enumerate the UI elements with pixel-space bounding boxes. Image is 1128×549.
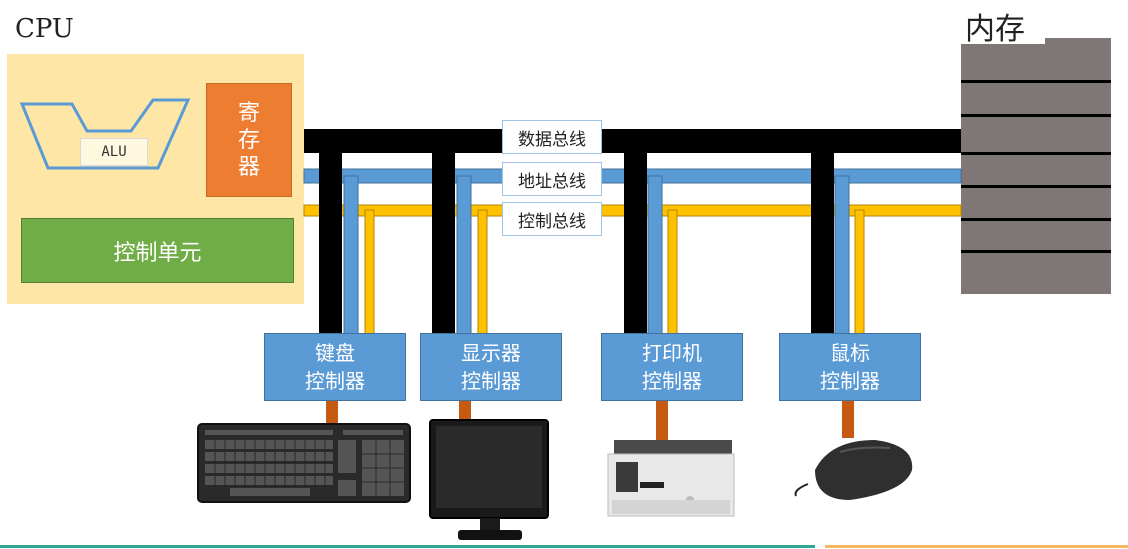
control-bus-drop [854, 209, 865, 335]
control-bus-drop [477, 209, 488, 335]
connector-keyboard [326, 398, 338, 426]
data-bus-drop [432, 141, 455, 334]
alu-label: ALU [80, 138, 148, 166]
data-bus-drop [319, 141, 342, 334]
cpu-title: CPU [15, 14, 74, 44]
register-label-3: 器 [237, 154, 260, 180]
keyboard-controller: 键盘 控制器 [264, 333, 406, 401]
memory-cell-line [961, 80, 1111, 83]
memory-cell-line [961, 250, 1111, 253]
data-bus-label: 数据总线 [502, 120, 602, 154]
controller-line-1: 打印机 [642, 341, 702, 365]
memory-cell-line [961, 185, 1111, 188]
controller-line-1: 键盘 [315, 341, 355, 365]
mouse-controller: 鼠标 控制器 [779, 333, 921, 401]
register-box: 寄 存 器 [206, 83, 292, 197]
address-bus-drop [456, 175, 472, 335]
mouse-image [794, 440, 913, 500]
printer-image [607, 440, 735, 517]
data-bus-drop [624, 141, 647, 334]
monitor-image [429, 419, 549, 540]
controller-line-2: 控制器 [820, 369, 880, 393]
control-bus-label: 控制总线 [502, 202, 602, 236]
controller-line-1: 鼠标 [830, 341, 870, 365]
controller-line-2: 控制器 [642, 369, 702, 393]
memory-cell-line [961, 152, 1111, 155]
address-bus-drop [343, 175, 359, 335]
bottom-divider-orange [825, 545, 1128, 548]
controller-line-1: 显示器 [461, 341, 521, 365]
control-unit: 控制单元 [21, 218, 294, 283]
printer-controller: 打印机 控制器 [601, 333, 743, 401]
controller-line-2: 控制器 [461, 369, 521, 393]
bottom-divider-green [0, 545, 815, 548]
memory-cell-line [961, 114, 1111, 117]
register-label-2: 存 [237, 127, 260, 153]
address-bus-label: 地址总线 [502, 162, 602, 196]
control-bus-drop [667, 209, 678, 335]
memory-top-tab [1045, 38, 1111, 46]
address-bus-drop [834, 175, 850, 335]
controller-line-2: 控制器 [305, 369, 365, 393]
address-bus-drop [647, 175, 663, 335]
monitor-controller: 显示器 控制器 [420, 333, 562, 401]
connector-printer [656, 398, 668, 440]
control-bus-drop [364, 209, 375, 335]
data-bus-drop [811, 141, 834, 334]
memory-title: 内存 [965, 12, 1025, 47]
connector-mouse [842, 398, 854, 438]
memory-cell-line [961, 218, 1111, 221]
keyboard-image [197, 423, 411, 503]
register-label-1: 寄 [237, 100, 260, 126]
